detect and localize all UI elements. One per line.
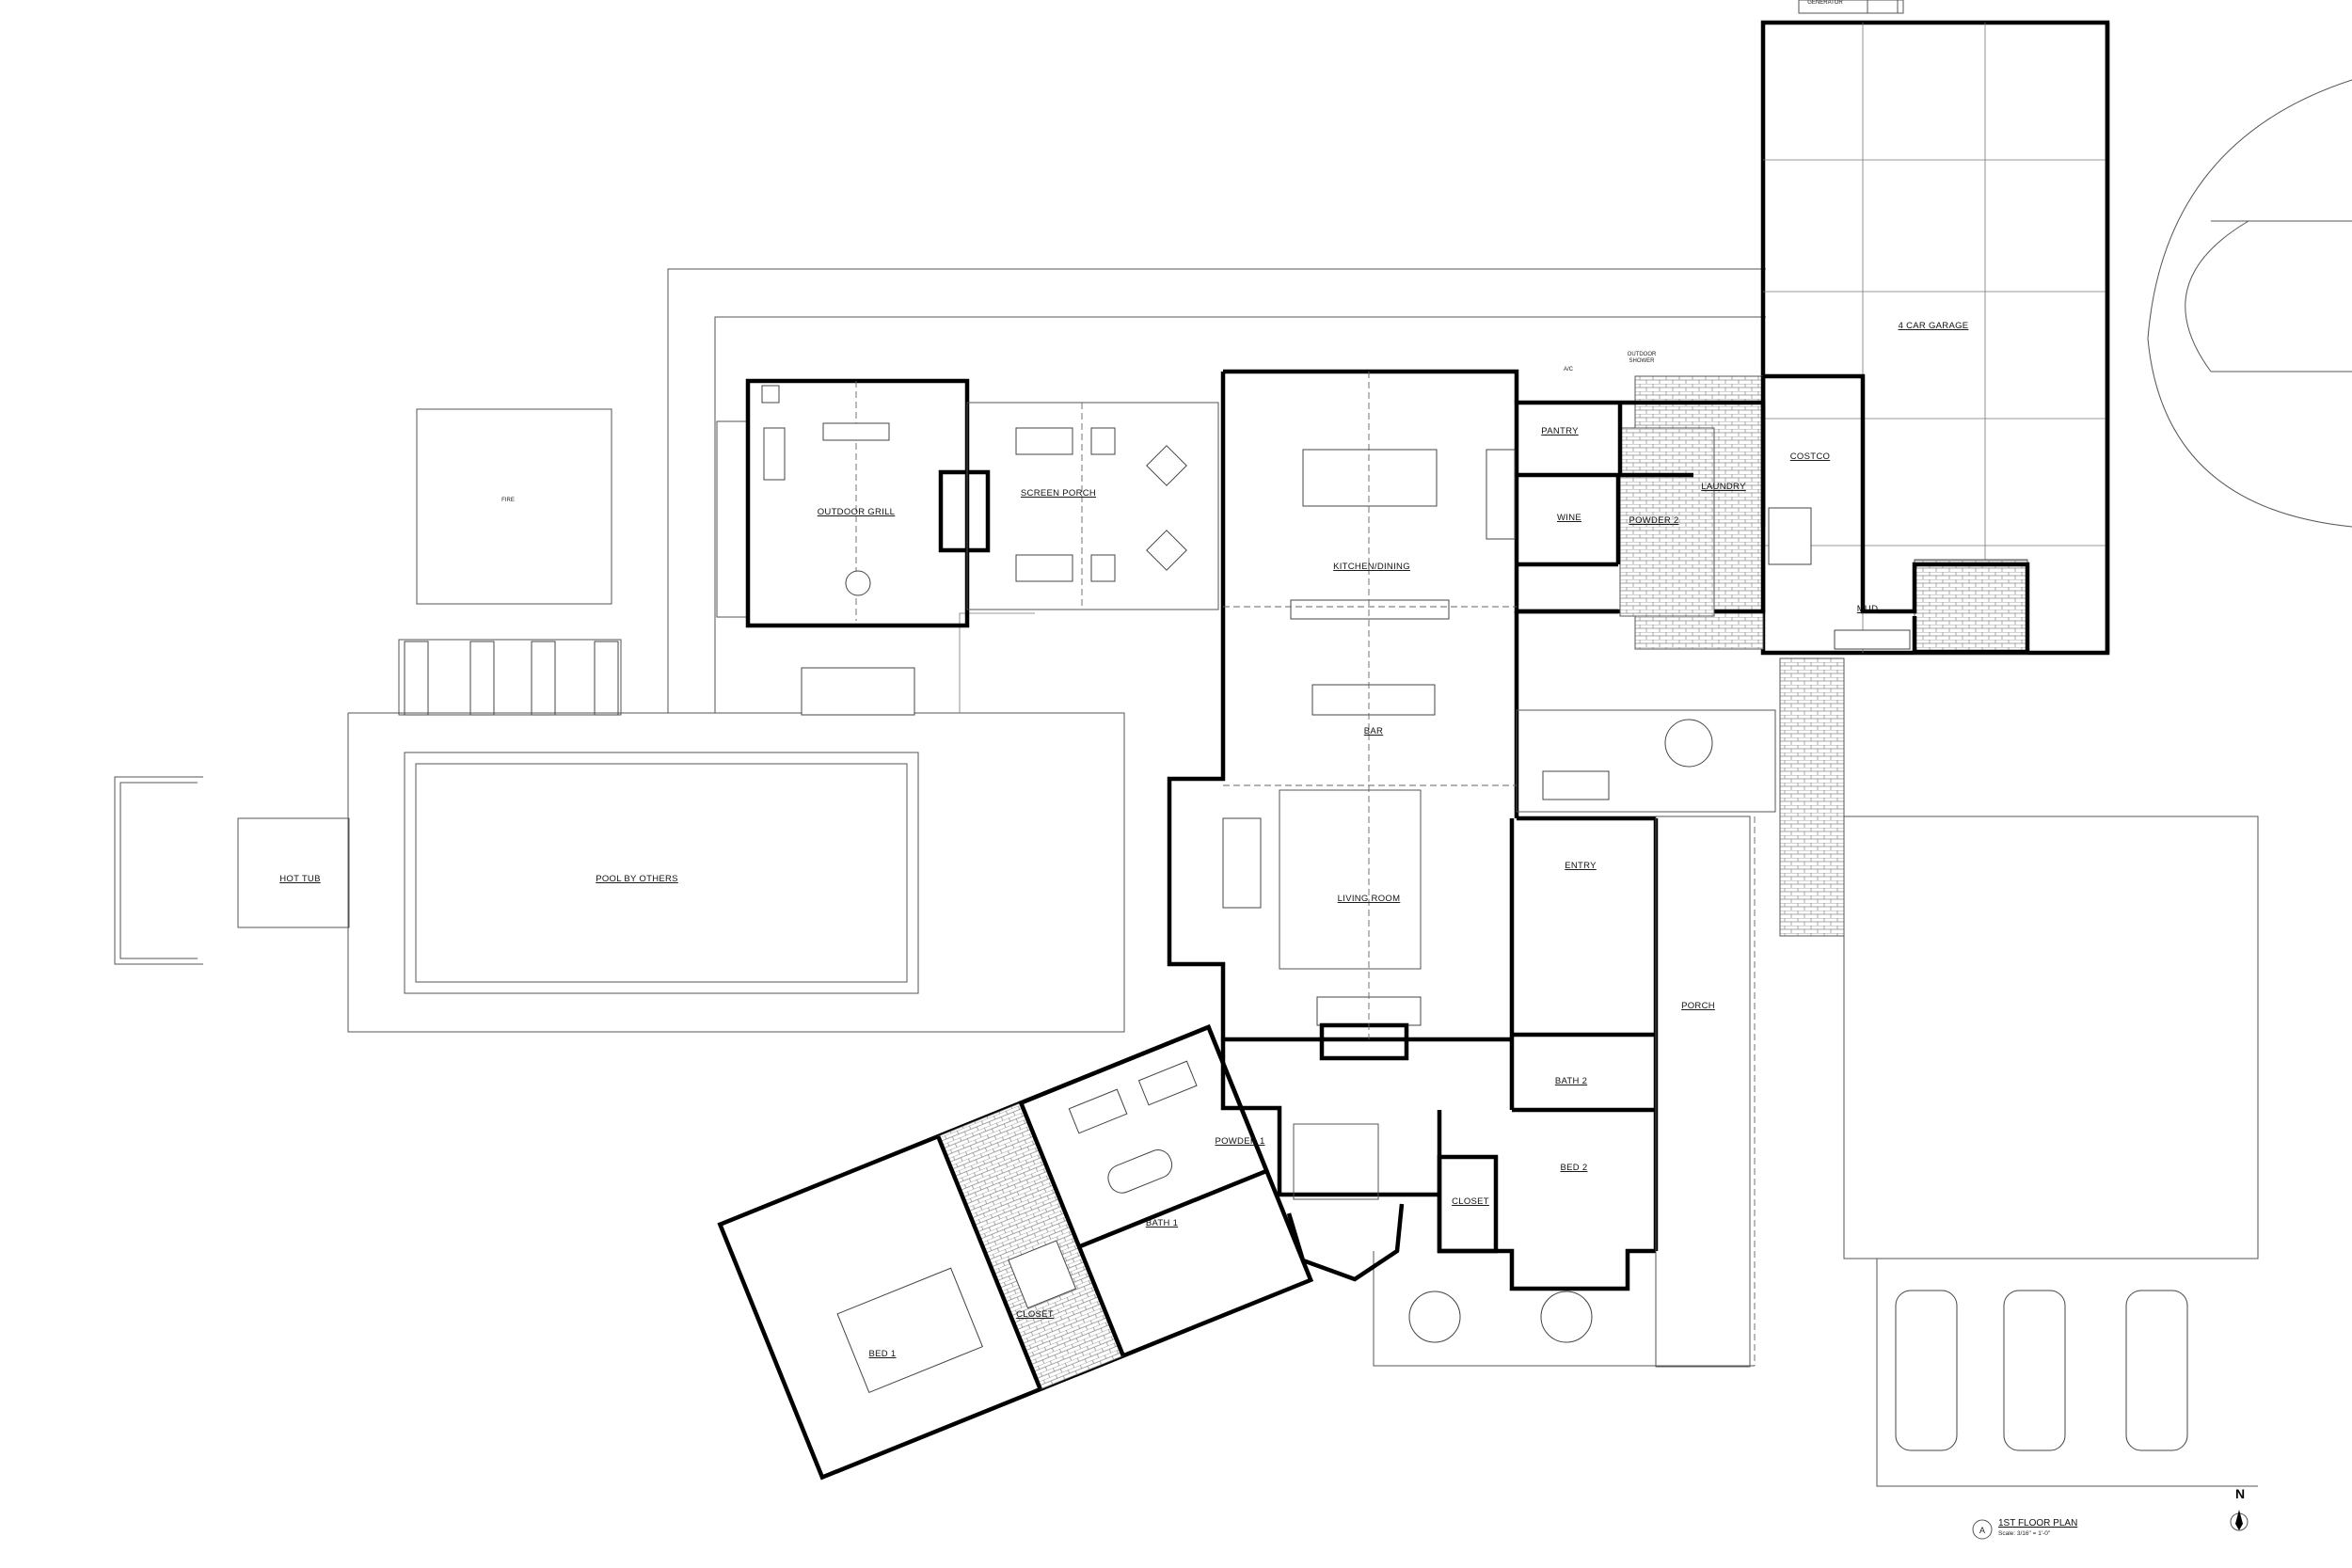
label-bar: BAR (1364, 726, 1383, 736)
label-generator: GENERATOR (1807, 0, 1843, 6)
label-powder-2: POWDER 2 (1629, 515, 1678, 526)
label-pantry: PANTRY (1541, 426, 1579, 436)
north-arrow: N (2230, 1486, 2249, 1531)
site-features (114, 79, 2352, 1487)
label-powder-1: POWDER 1 (1215, 1136, 1264, 1147)
label-bed-1: BED 1 (869, 1349, 897, 1359)
label-bath-1: BATH 1 (1146, 1218, 1178, 1228)
title-marker-circle (1972, 1519, 1993, 1540)
grill-and-screen-porch (716, 378, 1219, 716)
label-outdoor-shower-2: SHOWER (1629, 358, 1656, 364)
label-kitchen-dining: KITCHEN/DINING (1333, 562, 1410, 572)
label-mud: MUD (1857, 604, 1879, 614)
label-entry: ENTRY (1565, 861, 1597, 871)
label-bath-2: BATH 2 (1555, 1076, 1587, 1086)
label-wine: WINE (1557, 513, 1581, 523)
room-labels: GENERATOR 4 CAR GARAGE A/C OUTDOOR SHOWE… (279, 0, 1968, 1359)
label-costco: COSTCO (1790, 451, 1830, 462)
label-closet-bed2: CLOSET (1452, 1196, 1489, 1207)
label-outdoor-shower-1: OUTDOOR (1628, 352, 1657, 357)
label-4-car-garage: 4 CAR GARAGE (1899, 321, 1969, 331)
label-living-room: LIVING ROOM (1338, 894, 1401, 904)
label-closet-bed1: CLOSET (1016, 1309, 1054, 1320)
label-ac: A/C (1564, 367, 1574, 372)
title-block: A 1ST FLOOR PLAN Scale: 3/16" = 1'-0" (1972, 1518, 2077, 1540)
label-pool-by-others: POOL BY OTHERS (596, 874, 678, 884)
plan-scale: Scale: 3/16" = 1'-0" (1998, 1530, 2051, 1537)
north-label: N (2235, 1486, 2245, 1501)
service-wing (1514, 373, 2030, 655)
plan-title: 1ST FLOOR PLAN (1998, 1518, 2077, 1528)
main-house (1167, 369, 1659, 1291)
label-screen-porch: SCREEN PORCH (1021, 488, 1096, 499)
label-laundry: LAUNDRY (1701, 482, 1746, 492)
label-fire: FIRE (501, 498, 515, 503)
label-porch: PORCH (1681, 1001, 1715, 1011)
title-marker: A (1979, 1526, 1985, 1535)
label-hot-tub: HOT TUB (279, 874, 320, 884)
bed1-wing (717, 1023, 1314, 1481)
label-bed-2: BED 2 (1561, 1163, 1588, 1173)
label-outdoor-grill: OUTDOOR GRILL (818, 507, 896, 517)
porch-area (1373, 709, 1776, 1368)
stair-core (1220, 1039, 1439, 1282)
